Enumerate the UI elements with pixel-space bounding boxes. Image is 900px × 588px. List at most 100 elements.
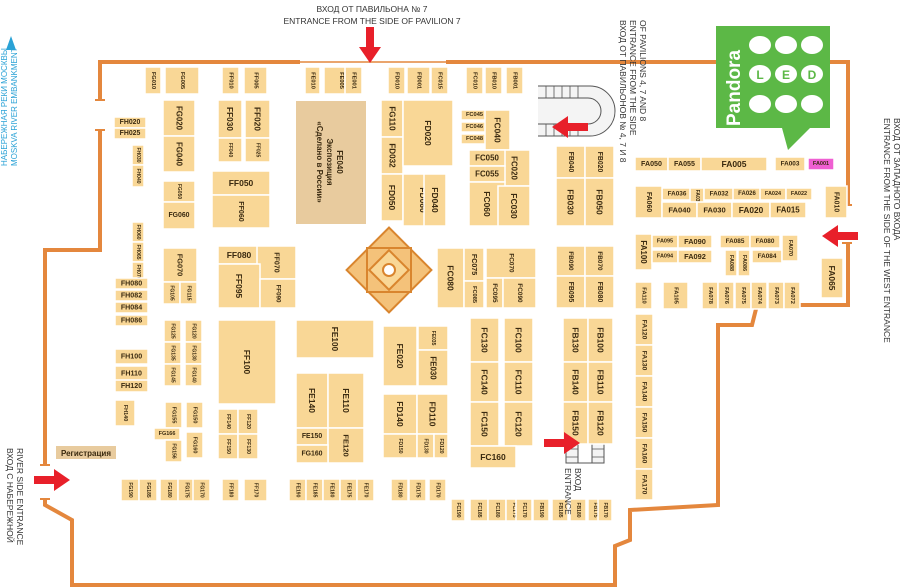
booth-fb170[interactable] xyxy=(597,498,613,522)
booth-fe110[interactable] xyxy=(327,372,365,429)
booth-ff050[interactable] xyxy=(211,170,271,196)
booth-fe020[interactable] xyxy=(382,325,418,387)
booth-fc085[interactable] xyxy=(463,280,485,309)
booth-fa105[interactable] xyxy=(662,281,689,310)
booth-fa003[interactable] xyxy=(774,156,806,172)
booth-fg010[interactable] xyxy=(144,66,162,95)
booth-fa170[interactable] xyxy=(634,468,654,501)
booth-fe030[interactable] xyxy=(417,349,449,387)
booth-fb090[interactable] xyxy=(555,245,586,277)
booth-fa015[interactable] xyxy=(769,201,807,219)
booth-fb040[interactable] xyxy=(555,145,586,179)
booth-fb190[interactable] xyxy=(532,498,550,522)
booth-fb100[interactable] xyxy=(587,317,614,363)
booth-ff030[interactable] xyxy=(217,99,243,139)
booth-fg060[interactable] xyxy=(162,201,196,230)
booth-fc010[interactable] xyxy=(465,66,484,95)
booth-fd120[interactable] xyxy=(433,433,449,459)
booth-ff090[interactable] xyxy=(259,278,297,309)
booth-fa001[interactable] xyxy=(807,157,835,171)
booth-fh025[interactable] xyxy=(113,127,147,140)
booth-fg185[interactable] xyxy=(138,478,158,502)
booth-fe010[interactable] xyxy=(304,66,321,95)
booth-fb120[interactable] xyxy=(587,401,614,445)
booth-fc170[interactable] xyxy=(515,498,533,522)
booth-fh084[interactable] xyxy=(114,301,149,314)
booth-fd001[interactable] xyxy=(406,66,431,95)
booth-fc120[interactable] xyxy=(503,401,534,447)
booth-ff095[interactable] xyxy=(217,263,261,309)
booth-fa074[interactable] xyxy=(750,281,768,310)
booth-fa060[interactable] xyxy=(634,185,663,219)
booth-fb010[interactable] xyxy=(484,66,503,95)
booth-fc140[interactable] xyxy=(469,361,500,403)
booth-fe170[interactable] xyxy=(356,478,375,502)
booth-fd010[interactable] xyxy=(387,66,406,95)
booth-fe001[interactable] xyxy=(344,66,363,95)
booth-fg160[interactable] xyxy=(185,431,204,459)
booth-ff010[interactable] xyxy=(221,66,240,95)
booth-fd020[interactable] xyxy=(402,99,454,167)
booth-fh082[interactable] xyxy=(114,289,149,302)
booth-fg145[interactable] xyxy=(163,363,182,387)
booth-fb185[interactable] xyxy=(551,498,569,522)
booth-fg040[interactable] xyxy=(162,135,196,173)
booth-fb180[interactable] xyxy=(569,498,587,522)
booth-fe035[interactable] xyxy=(417,325,449,351)
booth-ff100[interactable] xyxy=(217,319,277,405)
booth-fa070[interactable] xyxy=(781,234,799,262)
booth-fc190[interactable] xyxy=(450,498,466,522)
booth-fa022[interactable] xyxy=(785,187,813,201)
booth-fa090[interactable] xyxy=(677,234,713,249)
booth-fh040[interactable] xyxy=(131,164,145,188)
booth-fg150[interactable] xyxy=(185,401,204,429)
booth-fc130[interactable] xyxy=(469,317,500,363)
booth-fa110[interactable] xyxy=(634,281,653,310)
booth-fa072[interactable] xyxy=(783,281,801,310)
booth-fg115[interactable] xyxy=(179,281,198,305)
booth-ff060[interactable] xyxy=(211,194,271,229)
booth-fh080[interactable] xyxy=(114,277,149,290)
booth-fb020[interactable] xyxy=(584,145,615,179)
booth-fa088[interactable] xyxy=(724,249,738,277)
booth-fb001[interactable] xyxy=(505,66,524,95)
booth-fc015[interactable] xyxy=(430,66,449,95)
booth-fh120[interactable] xyxy=(114,379,149,393)
booth-fd140[interactable] xyxy=(382,393,418,435)
booth-ff025[interactable] xyxy=(244,137,271,163)
booth-fa010[interactable] xyxy=(824,185,848,219)
booth-fg140[interactable] xyxy=(184,363,203,387)
booth-fg020[interactable] xyxy=(162,99,196,137)
booth-fh086[interactable] xyxy=(114,314,149,327)
booth-fg156[interactable] xyxy=(164,439,183,463)
booth-fa092[interactable] xyxy=(677,249,713,264)
booth-fa086[interactable] xyxy=(737,249,751,277)
booth-fc110[interactable] xyxy=(503,361,534,403)
booth-ff170[interactable] xyxy=(243,478,268,502)
booth-fd170[interactable] xyxy=(428,478,447,502)
booth-fb130[interactable] xyxy=(562,317,589,363)
booth-fg170[interactable] xyxy=(192,478,211,502)
booth-fg005[interactable] xyxy=(164,66,200,95)
booth-fg160[interactable] xyxy=(295,444,329,464)
booth-fa076[interactable] xyxy=(717,281,735,310)
booth-fd180[interactable] xyxy=(390,478,409,502)
booth-fh140[interactable] xyxy=(114,399,136,427)
booth-fd040[interactable] xyxy=(423,173,447,227)
booth-ff180[interactable] xyxy=(221,478,240,502)
booth-fc160[interactable] xyxy=(469,445,517,469)
booth-ff020[interactable] xyxy=(244,99,271,139)
booth-fb080[interactable] xyxy=(584,275,615,309)
booth-fd175[interactable] xyxy=(408,478,427,502)
booth-fc030[interactable] xyxy=(497,185,531,227)
booth-ff130[interactable] xyxy=(237,433,259,460)
booth-fb110[interactable] xyxy=(587,361,614,403)
booth-fc090[interactable] xyxy=(502,277,537,309)
booth-ff005[interactable] xyxy=(243,66,268,95)
booth-fe100[interactable] xyxy=(295,319,375,359)
booth-fa080[interactable] xyxy=(749,234,781,249)
booth-fh100[interactable] xyxy=(114,348,149,365)
booth-fd110[interactable] xyxy=(416,393,449,435)
booth-fc080[interactable] xyxy=(436,247,465,309)
booth-fb050[interactable] xyxy=(584,177,615,227)
